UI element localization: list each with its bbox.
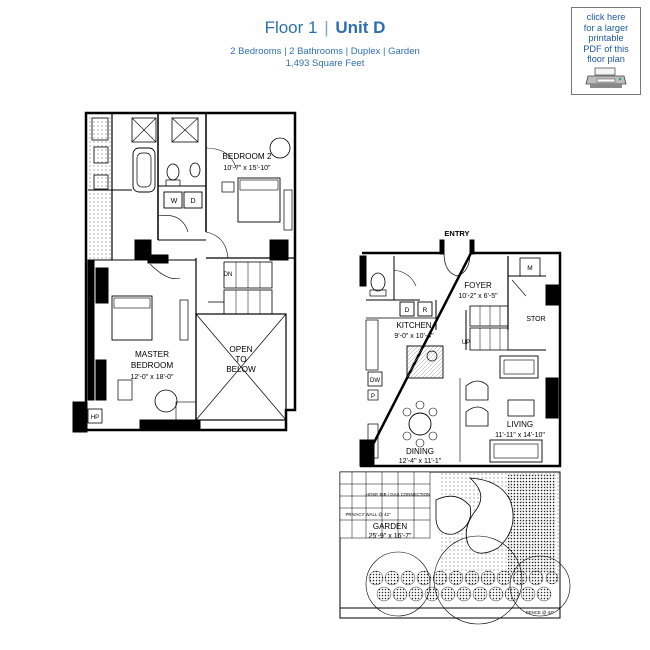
foyer-size: 10'-2" x 6'-5" [458, 293, 498, 300]
printer-icon [585, 67, 627, 88]
master-size: 12'-0" x 18'-0" [130, 374, 174, 381]
wall-column [72, 401, 88, 433]
privacy-wall-label: PRIVACY WALL @ 42" [345, 512, 390, 517]
dining-name: DINING [406, 447, 434, 456]
title-separator: | [324, 18, 329, 37]
meter-label: M [527, 265, 532, 272]
fridge-label: R [423, 307, 428, 314]
stair-down-label: DN [224, 272, 233, 278]
lower-floor-plan [359, 239, 562, 468]
dining-size: 12'-4" x 11'-1" [399, 458, 442, 465]
unit-label: Unit D [335, 18, 386, 37]
floor-label: Floor 1 [264, 18, 318, 37]
entry-label: ENTRY [444, 229, 469, 238]
master-name-2: BEDROOM [131, 361, 173, 370]
garden-name: GARDEN [373, 522, 407, 531]
open-line-2: TO [235, 355, 246, 364]
foyer-name: FOYER [464, 281, 492, 290]
open-line-3: BELOW [226, 365, 256, 374]
page-title: Floor 1 | Unit D [0, 18, 650, 38]
fence-label: FENCE @ 42" [526, 610, 555, 615]
garden-plan [339, 471, 571, 625]
garden-size: 25'-9" x 16'-7" [368, 533, 412, 540]
open-line-1: OPEN [229, 345, 252, 354]
living-size: 11'-11" x 14'-10" [495, 432, 545, 439]
bedroom2-name: BEDROOM 2 [222, 152, 272, 161]
pdf-download-link[interactable]: click here for a larger printable PDF of… [571, 7, 641, 95]
unit-details: 2 Bedrooms | 2 Bathrooms | Duplex | Gard… [230, 46, 420, 57]
pdf-link-text: click here for a larger printable PDF of… [583, 12, 629, 64]
pantry-label: P [371, 394, 375, 400]
hose-bib-label: HOSE BIB / GAS CONNECTION [366, 492, 430, 497]
kitchen-d-label: D [405, 307, 410, 314]
master-name-1: MASTER [135, 350, 169, 359]
dryer-label: D [190, 198, 195, 205]
hp-label: HP [91, 415, 99, 421]
stair-up-label: UP [462, 340, 470, 346]
unit-area: 1,493 Square Feet [285, 58, 365, 69]
storage-label: STOR [526, 316, 545, 323]
upper-floor-plan [72, 111, 297, 433]
kitchen-size: 9'-0" x 10'-4" [394, 333, 434, 340]
washer-label: W [171, 198, 178, 205]
kitchen-name: KITCHEN [396, 321, 431, 330]
living-name: LIVING [507, 420, 533, 429]
bedroom2-size: 10'-7" x 15'-10" [224, 165, 271, 172]
dishwasher-label: DW [370, 378, 380, 384]
